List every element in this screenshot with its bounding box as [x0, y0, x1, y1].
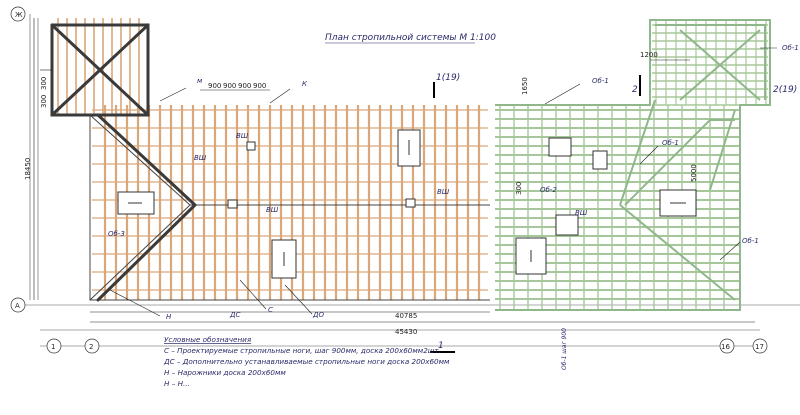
dim-height: 18450	[24, 158, 32, 180]
label-vsh-3: ВШ	[266, 206, 279, 214]
axis-17-circle	[752, 338, 768, 354]
hip-lines	[50, 23, 197, 302]
dim-spacing-4: 900	[253, 82, 266, 90]
legend-line-2: ДС – Дополнительно устанавливаемые строп…	[163, 357, 450, 366]
label-vsh-1: ВШ	[236, 132, 249, 140]
legend-line-4: Н – Н...	[164, 379, 190, 388]
label-vsh-4: ВШ	[437, 188, 450, 196]
label-ob1-right2: Об-1	[742, 237, 759, 245]
dim-mid-top: 1650	[521, 77, 529, 95]
label-ob-vert: Об-1 шаг 900	[561, 328, 568, 370]
skylight-lower	[271, 239, 297, 279]
axis-2-label: 2	[89, 343, 93, 351]
label-do: ДО	[312, 311, 324, 319]
dim-inner: 40785	[395, 312, 417, 320]
legend-line-3: Н – Нарожники доска 200х60мм	[164, 368, 286, 377]
label-k: К	[302, 80, 308, 88]
label-ob1-top: Об-1	[592, 77, 609, 85]
axis-top-label: Ж	[15, 11, 23, 19]
roof-outline-left	[89, 114, 490, 301]
skylight-green-3	[555, 214, 579, 236]
legend-line-1: С – Проектируемые стропильные ноги, шаг …	[164, 346, 441, 355]
label-m: м	[197, 77, 203, 85]
dim-total: 45430	[395, 328, 417, 336]
section-mark-3: 2(19)	[773, 85, 797, 95]
axis-17-label: 17	[755, 343, 764, 351]
skylight-arrows	[128, 140, 686, 266]
dimension-lines	[33, 18, 755, 323]
label-ds: ДС	[229, 311, 240, 319]
section-mark-1: 1(19)	[436, 73, 460, 83]
vent-2	[405, 198, 416, 208]
frame	[20, 14, 800, 347]
section-mark-2: 2	[632, 85, 638, 95]
axis-16-label: 16	[721, 343, 730, 351]
label-vsh-5: ВШ	[575, 209, 588, 217]
label-n: Н	[166, 313, 172, 321]
section-mark-bottom: 1	[438, 341, 444, 351]
axis-bottom-circle	[10, 297, 26, 313]
axis-16-circle	[719, 338, 735, 354]
dim-right-top: 1200	[640, 51, 658, 59]
label-ob1-mid: Об-1	[662, 139, 679, 147]
label-ob3: Об-3	[108, 230, 125, 238]
dim-mid-small: 300	[515, 182, 523, 195]
label-ob1-right: Об-1	[782, 44, 799, 52]
skylight-green-1	[548, 137, 572, 157]
green-roof-outline	[495, 19, 771, 311]
legend-heading: Условные обозначения	[164, 335, 252, 344]
dim-left-small-1: 300	[40, 77, 48, 90]
dim-left-small-2: 300	[40, 95, 48, 108]
drawing-title: План стропильной системы М 1:100	[325, 33, 496, 43]
vent-1	[227, 199, 238, 209]
label-s: С	[268, 306, 273, 314]
vent-3	[246, 141, 256, 151]
axis-1-label: 1	[51, 343, 55, 351]
leader-lines	[109, 47, 777, 317]
dim-spacing-2: 900	[223, 82, 236, 90]
dim-right-side: 5000	[690, 164, 698, 182]
dim-spacing-1: 900	[208, 82, 221, 90]
axis-top-circle	[10, 6, 26, 22]
rafters-green	[495, 20, 768, 310]
skylight-green-2	[592, 150, 608, 170]
axis-1-circle	[46, 338, 62, 354]
axis-bottom-label: А	[15, 302, 20, 310]
label-ob2: Об-2	[540, 186, 557, 194]
dim-spacing-3: 900	[238, 82, 251, 90]
label-vsh-2: ВШ	[194, 154, 207, 162]
axis-2-circle	[84, 338, 100, 354]
member-labels: Об-1 Об-1 Об-1 Об-1 Об-2 Об-3 м К ВШ ВШ …	[108, 44, 799, 370]
axis-markers	[10, 6, 768, 354]
